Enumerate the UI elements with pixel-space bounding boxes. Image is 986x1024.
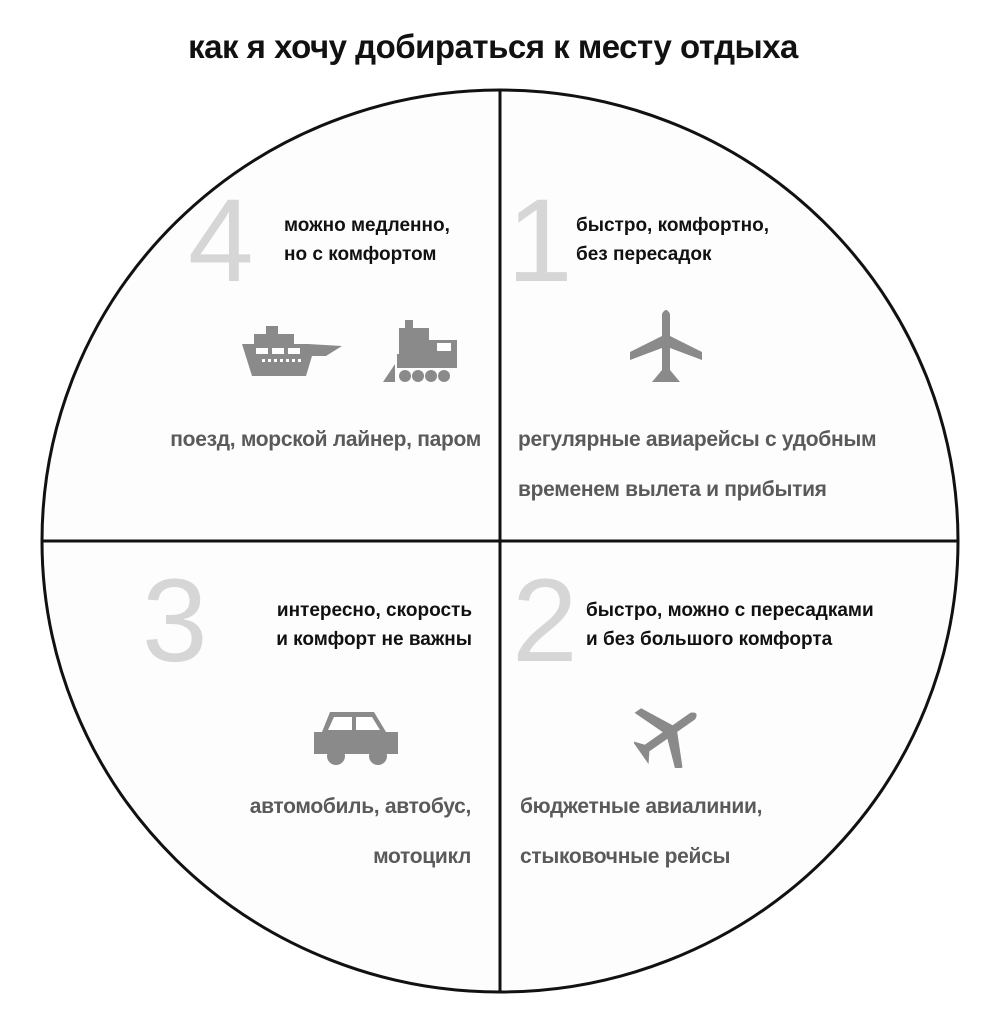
ship-icon	[242, 326, 342, 376]
heading-line: и комфорт не важны	[276, 629, 472, 650]
train-icon	[383, 320, 457, 382]
quadrant-4-description: поезд, морской лайнер, паром	[170, 428, 481, 451]
quadrant-1-heading: быстро, комфортно, без пересадок	[576, 211, 769, 269]
heading-line: быстро, можно с пересадками	[586, 600, 874, 621]
quadrant-3-description: автомобиль, автобус, мотоцикл	[249, 782, 472, 882]
airplane-takeoff-icon	[634, 708, 697, 768]
quadrant-2-description: бюджетные авиалинии, стыковочные рейсы	[520, 782, 762, 882]
heading-line: быстро, комфортно,	[576, 215, 770, 236]
quadrant-3-number: 3	[142, 555, 208, 687]
heading-line: можно медленно,	[284, 215, 450, 236]
quadrant-2-number: 2	[512, 555, 578, 687]
description-line: мотоцикл	[373, 845, 471, 868]
diagram-title: как я хочу добираться к месту отдыха	[188, 28, 798, 65]
description-line: временем вылета и прибытия	[518, 478, 827, 501]
description-line: регулярные авиарейсы с удобным	[518, 428, 877, 451]
description-line: стыковочные рейсы	[520, 845, 731, 868]
airplane-icon	[630, 310, 702, 382]
heading-line: но с комфортом	[284, 244, 437, 265]
quadrant-1-description: регулярные авиарейсы с удобным временем …	[518, 415, 877, 515]
quadrant-2-heading: быстро, можно с пересадками и без большо…	[586, 596, 874, 654]
quadrant-1-number: 1	[507, 175, 573, 307]
description-line: бюджетные авиалинии,	[520, 795, 763, 818]
heading-line: и без большого комфорта	[586, 629, 833, 650]
car-icon	[314, 712, 398, 765]
quadrant-4-number: 4	[188, 175, 254, 307]
heading-line: без пересадок	[576, 244, 712, 265]
quadrant-4-heading: можно медленно, но с комфортом	[284, 211, 450, 269]
quadrant-3-heading: интересно, скорость и комфорт не важны	[276, 596, 472, 654]
heading-line: интересно, скорость	[276, 600, 472, 621]
description-line: автомобиль, автобус,	[249, 795, 472, 818]
